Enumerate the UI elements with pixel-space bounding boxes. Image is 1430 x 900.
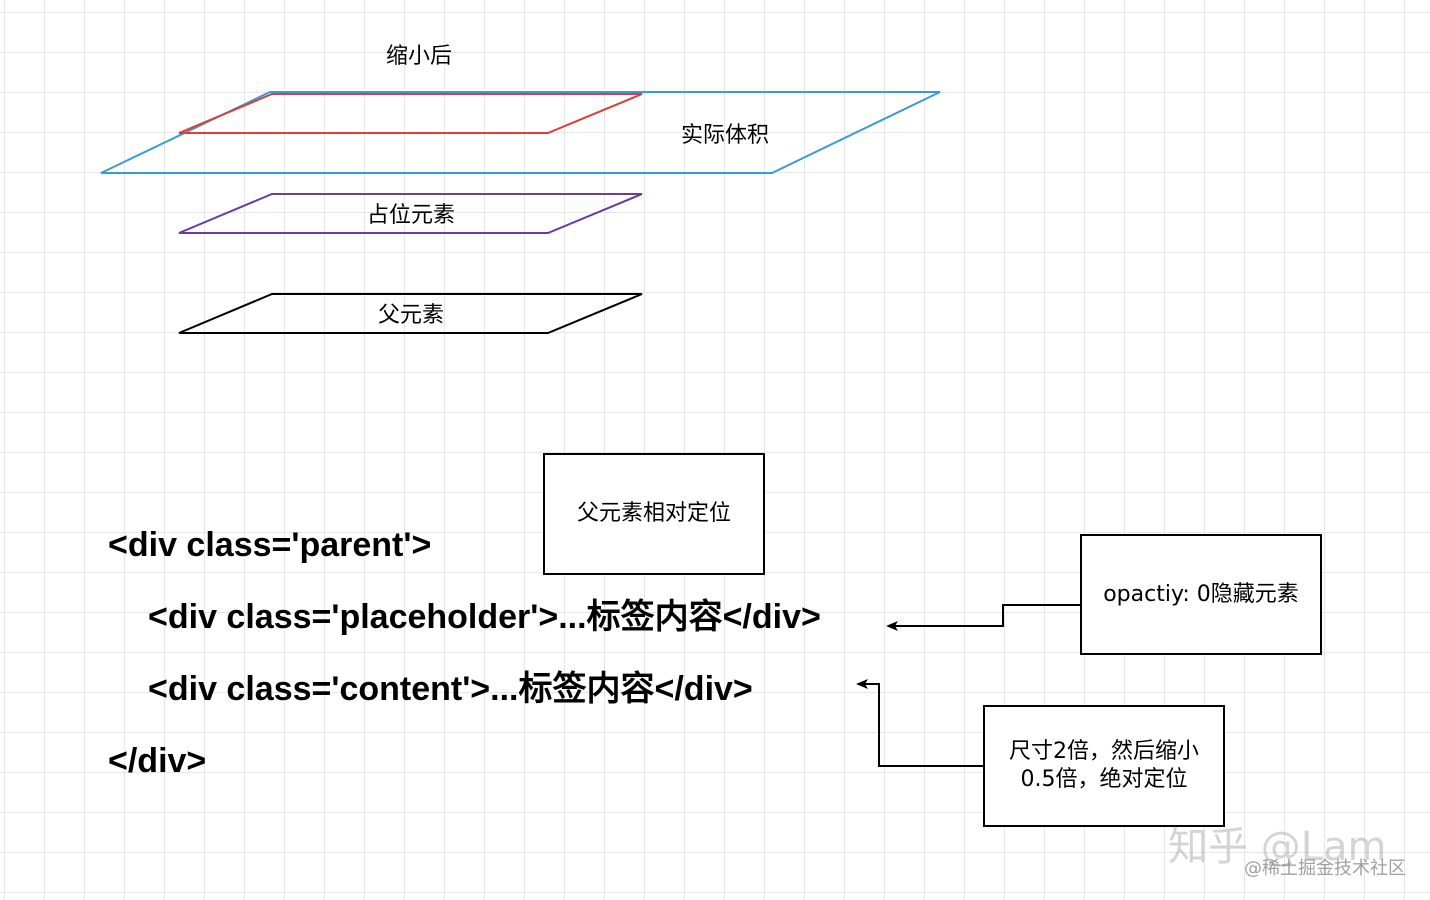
- parent-layer: [178, 293, 643, 334]
- code-line-content: <div class='content'>...标签内容</div>: [148, 670, 753, 708]
- placeholder-layer: [178, 193, 643, 234]
- placeholder-label: 占位元素: [367, 203, 455, 228]
- code-line-placeholder: <div class='placeholder'>...标签内容</div>: [148, 598, 821, 636]
- code-line-parent-close: </div>: [108, 742, 207, 780]
- opacity-note-box: opactiy: 0隐藏元素: [1080, 534, 1322, 655]
- opacity-arrow: [886, 604, 1082, 631]
- size-arrow: [856, 679, 985, 767]
- actual-size-label: 实际体积: [681, 123, 769, 148]
- watermark-juejin: @稀土掘金技术社区: [1244, 858, 1406, 879]
- parent-relative-text: 父元素相对定位: [576, 501, 731, 526]
- size-note-line2: 0.5倍，绝对定位: [1020, 767, 1188, 792]
- shrunk-layer: [178, 93, 643, 134]
- opacity-note-text: opactiy: 0隐藏元素: [1103, 581, 1299, 607]
- code-line-parent-open: <div class='parent'>: [108, 526, 432, 564]
- size-note-box: 尺寸2倍，然后缩小 0.5倍，绝对定位: [983, 705, 1225, 827]
- shrunk-label: 缩小后: [386, 44, 452, 69]
- watermark-zhihu: 知乎 @Lam: [1168, 824, 1387, 870]
- size-note-line1: 尺寸2倍，然后缩小: [1009, 739, 1199, 764]
- actual-size-layer: [100, 91, 941, 174]
- parent-label: 父元素: [378, 303, 444, 328]
- parent-relative-box: 父元素相对定位: [543, 453, 765, 575]
